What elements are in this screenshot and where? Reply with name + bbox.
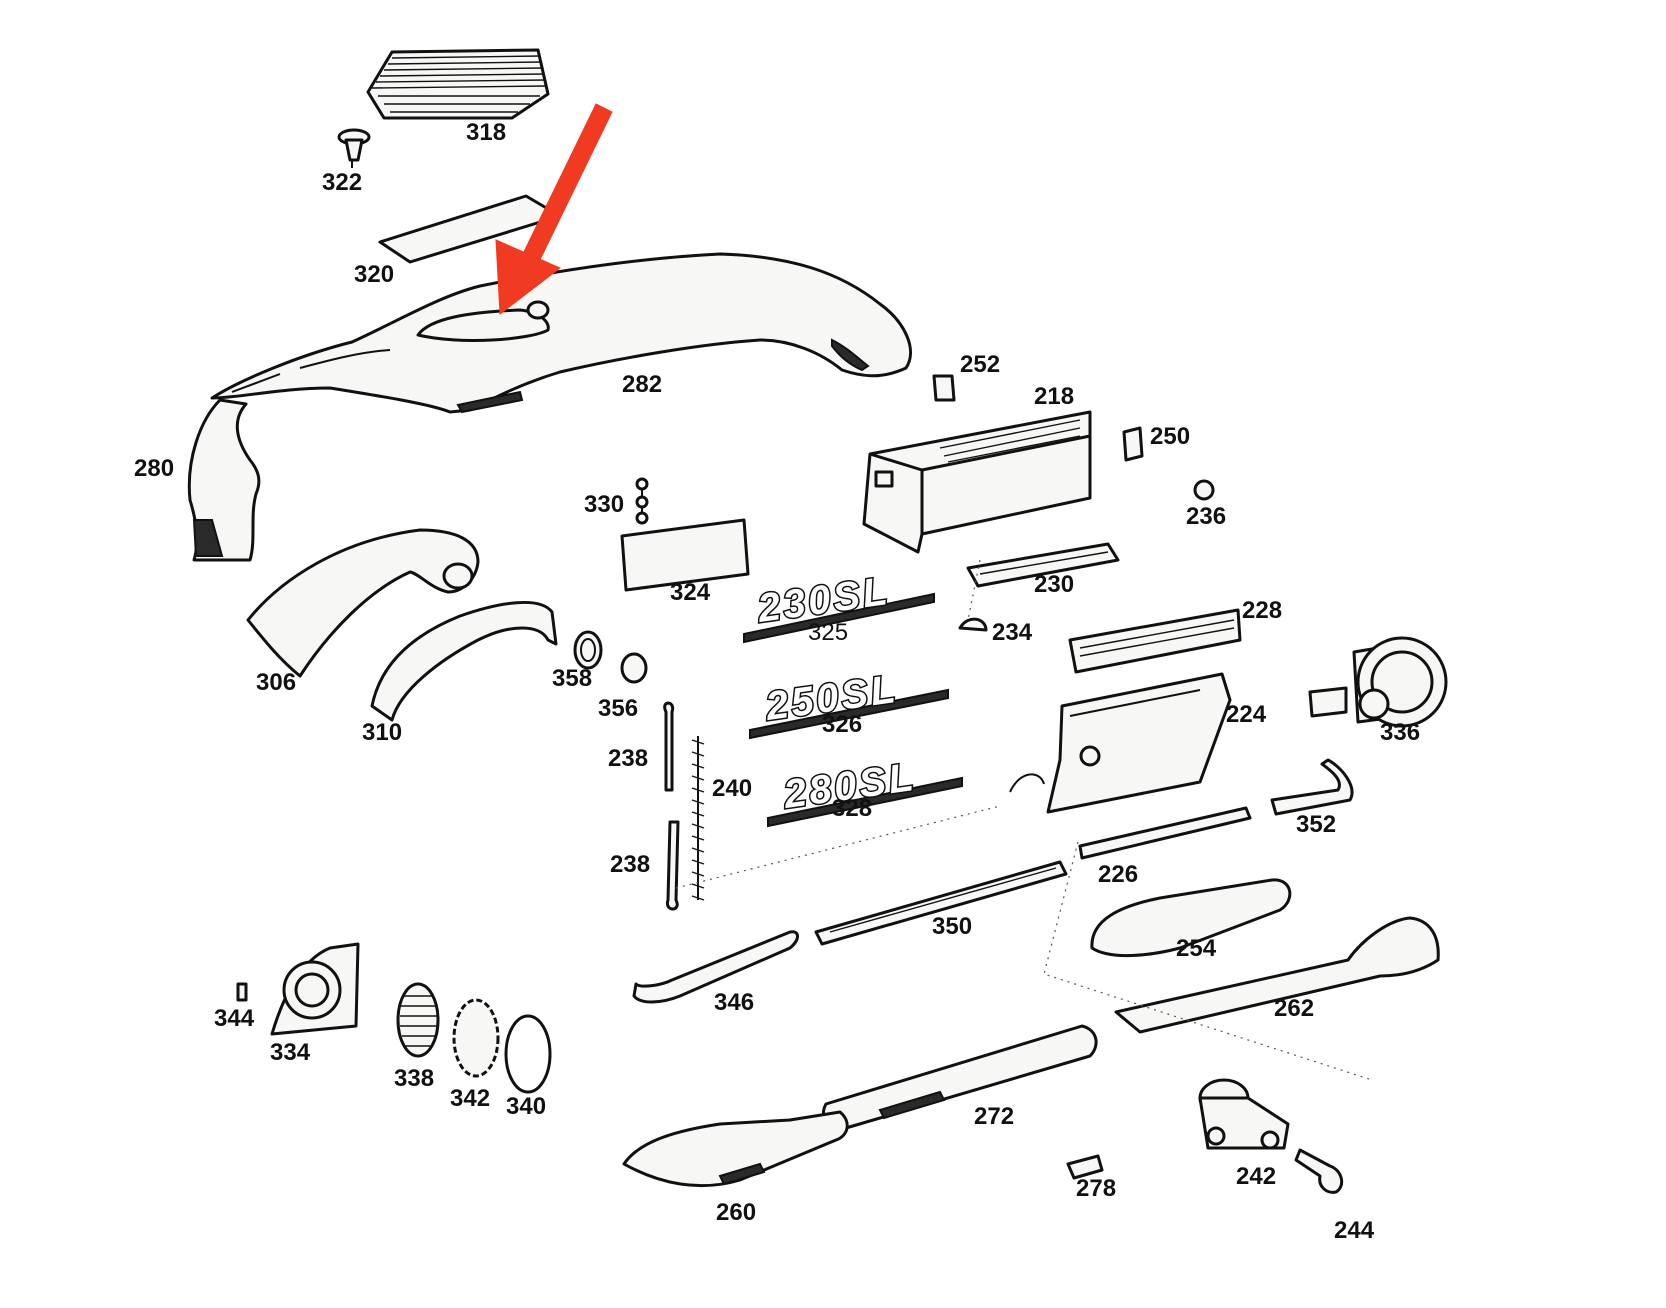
- callout-260: 260: [716, 1199, 756, 1226]
- callout-344: 344: [214, 1005, 255, 1032]
- callout-342: 342: [450, 1085, 490, 1112]
- part-280-side-panel: [187, 373, 281, 562]
- part-262-lower-trim: [1114, 916, 1440, 1034]
- callout-280: 280: [134, 455, 174, 482]
- callout-330: 330: [584, 491, 624, 518]
- part-322-knob: [337, 128, 371, 168]
- highlight-arrow: [495, 103, 613, 315]
- part-254-pad: [1090, 878, 1292, 957]
- part-342-ring: [452, 998, 500, 1078]
- callout-224: 224: [1226, 701, 1267, 728]
- part-356-ring: [620, 652, 648, 684]
- part-238-tool-top: [663, 701, 675, 792]
- callout-318: 318: [466, 119, 506, 146]
- part-226-strip: [1078, 806, 1252, 860]
- part-240-spring: [691, 736, 705, 901]
- callout-338: 338: [394, 1065, 434, 1092]
- callout-226: 226: [1098, 861, 1138, 888]
- callout-282: 282: [622, 371, 662, 398]
- part-224-glovebox-door: [1009, 672, 1232, 814]
- part-234-clip: [958, 617, 988, 632]
- callout-346: 346: [714, 989, 754, 1016]
- part-336-gauge-housing: [1308, 636, 1448, 728]
- callout-254: 254: [1176, 935, 1217, 962]
- callout-356: 356: [598, 695, 638, 722]
- callout-236: 236: [1186, 503, 1226, 530]
- part-352-bracket: [1270, 758, 1354, 816]
- part-272-lower-rail: [822, 1024, 1098, 1131]
- part-218-glovebox: [862, 410, 1092, 554]
- part-306-instrument-hood: [246, 528, 480, 678]
- part-330-screw: [635, 477, 649, 525]
- callout-320: 320: [354, 261, 394, 288]
- part-278-clip: [1066, 1154, 1104, 1180]
- callout-310: 310: [362, 719, 402, 746]
- callout-234: 234: [992, 619, 1033, 646]
- callout-240: 240: [712, 775, 752, 802]
- part-346-trim: [632, 930, 799, 1004]
- part-310-trim: [370, 601, 558, 722]
- callout-238-top: 238: [608, 745, 648, 772]
- part-228-handle: [1068, 608, 1242, 674]
- callout-358: 358: [552, 665, 592, 692]
- part-324-panel: [620, 518, 750, 592]
- part-242-ignition-switch: [1198, 1078, 1290, 1150]
- part-230-strip: [966, 542, 1120, 588]
- part-260-end-cap: [622, 1110, 849, 1188]
- callout-230: 230: [1034, 571, 1074, 598]
- callout-218: 218: [1034, 383, 1074, 410]
- callout-272: 272: [974, 1103, 1014, 1130]
- part-282-dashboard-top: [210, 252, 912, 414]
- callout-242: 242: [1236, 1163, 1276, 1190]
- callout-262: 262: [1274, 995, 1314, 1022]
- callout-labels: 318 322 320 282 280 252 218 250 236 330 …: [134, 119, 1420, 1244]
- callout-340: 340: [506, 1093, 546, 1120]
- callout-250: 250: [1150, 423, 1190, 450]
- callout-278: 278: [1076, 1175, 1116, 1202]
- part-358-ring: [573, 630, 603, 670]
- callout-306: 306: [256, 669, 296, 696]
- part-334-gauge-housing: [270, 942, 360, 1036]
- callout-326: 326: [822, 711, 862, 738]
- part-344-screw: [236, 982, 248, 1002]
- part-252-clip: [932, 374, 956, 402]
- callout-238-bottom: 238: [610, 851, 650, 878]
- part-350-strip: [814, 860, 1068, 946]
- part-250-latch: [1122, 426, 1144, 462]
- part-338-vent: [396, 982, 440, 1058]
- callout-336: 336: [1380, 719, 1420, 746]
- callout-334: 334: [270, 1039, 311, 1066]
- callout-244: 244: [1334, 1217, 1375, 1244]
- part-238-tool-bottom: [665, 820, 680, 911]
- callout-325: 325: [808, 619, 848, 646]
- part-340-ring: [504, 1014, 552, 1094]
- part-236-knob: [1193, 479, 1215, 501]
- callout-252: 252: [960, 351, 1000, 378]
- callout-324: 324: [670, 579, 711, 606]
- part-318-grille: [366, 48, 550, 120]
- part-244-key: [1294, 1148, 1344, 1194]
- leader-lines: [675, 559, 1373, 1081]
- callout-228: 228: [1242, 597, 1282, 624]
- callout-322: 322: [322, 169, 362, 196]
- callout-328: 328: [832, 795, 872, 822]
- callout-352: 352: [1296, 811, 1336, 838]
- callout-350: 350: [932, 913, 972, 940]
